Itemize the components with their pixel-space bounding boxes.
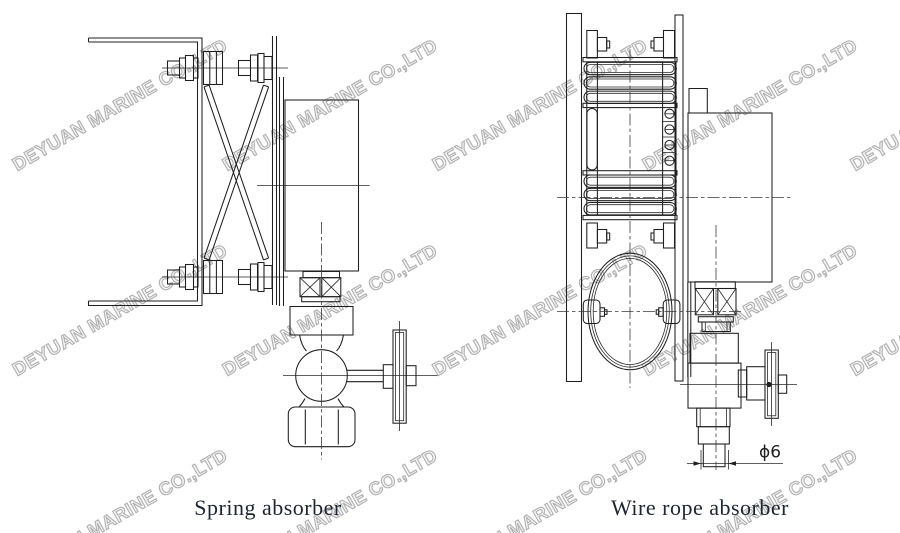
wall-bracket xyxy=(87,37,203,307)
frame-bolts xyxy=(586,29,676,249)
mounting-plates xyxy=(271,36,285,306)
slot-and-screw-column xyxy=(586,107,676,171)
handwheel xyxy=(346,321,417,431)
gauge-connector xyxy=(299,270,342,303)
center-lines xyxy=(557,49,791,470)
dimension-label: ϕ6 xyxy=(759,443,781,463)
drain-pipe xyxy=(696,407,731,468)
wire-rope-absorber-drawing: ϕ6 xyxy=(557,12,797,470)
wire-rope-absorber-caption: Wire rope absorber xyxy=(611,495,789,520)
bottom-bolt-assembly xyxy=(161,259,289,295)
ball-valve xyxy=(283,349,438,408)
handwheel xyxy=(680,342,797,426)
gauge-body-side-view xyxy=(257,99,370,272)
spring-absorber-caption: Spring absorber xyxy=(194,495,342,520)
top-bolt-assembly xyxy=(161,50,289,86)
spring-absorber-drawing xyxy=(87,36,438,460)
x-spring xyxy=(203,84,270,261)
diameter-dimension: ϕ6 xyxy=(687,443,783,470)
valve-assembly xyxy=(687,281,742,409)
